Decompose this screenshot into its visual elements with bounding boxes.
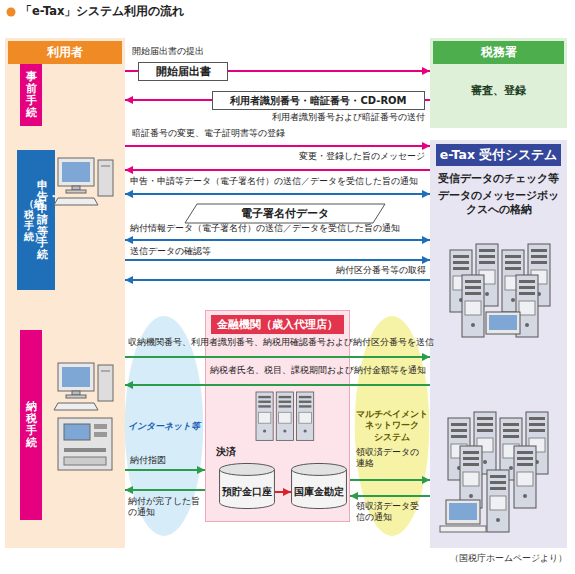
server-icon bbox=[440, 412, 548, 532]
phase-band: 申告・申請等手続（納税手続） bbox=[17, 150, 55, 290]
arrow-label: 領収済データの連絡 bbox=[356, 447, 420, 468]
panel-text: 税務署 bbox=[433, 41, 564, 64]
server-icon bbox=[450, 244, 550, 337]
document-box: 開始届出書 bbox=[138, 62, 228, 81]
panel-header: 利用者 bbox=[8, 41, 122, 64]
flow-arrow bbox=[125, 99, 430, 101]
bank-server-icon bbox=[256, 392, 314, 440]
arrow-label: 暗証番号の変更、電子証明書等の登録 bbox=[132, 128, 422, 139]
phase-band: 納税手続 bbox=[20, 330, 42, 520]
arrow-label: 変更・登録した旨のメッセージ bbox=[132, 151, 425, 162]
bank-header: 金融機関（歳入代理店） bbox=[211, 315, 344, 334]
flow-arrow bbox=[125, 356, 430, 358]
arrow-label: 利用者識別番号および暗証番号の送付 bbox=[132, 112, 425, 123]
arrow-label: 納付情報データ（電子署名付）の送信／データを受信した旨の通知 bbox=[130, 223, 426, 234]
flow-arrow bbox=[125, 145, 430, 147]
panel-text: 審査、登録 bbox=[430, 67, 567, 98]
arrow-label: 開始届出書の提出 bbox=[132, 46, 422, 57]
phase-label: 納税手続 bbox=[26, 401, 37, 449]
data-parallelogram: 電子署名付データ bbox=[185, 204, 385, 223]
box-label: 電子署名付データ bbox=[241, 206, 329, 221]
flow-arrow bbox=[350, 495, 430, 497]
phase-label: 申告・申請等手続 bbox=[37, 180, 48, 261]
arrow-label: 申告・申請等データ（電子署名付）の送信／データを受信した旨の通知 bbox=[130, 176, 426, 187]
arrow-label: 納付区分番号等の取得 bbox=[130, 265, 426, 276]
panel-text: 受信データのチェック等 bbox=[430, 166, 567, 186]
tax-office-panel: 税務署審査、登録 bbox=[430, 38, 567, 128]
flow-arrow bbox=[125, 489, 205, 491]
network-label: マルチペイメント ネットワーク システム bbox=[356, 409, 428, 443]
process-label: 決済 bbox=[216, 446, 236, 459]
box-label: 開始届出書 bbox=[156, 64, 211, 79]
panel-text: データのメッセージボックスへの格納 bbox=[430, 186, 567, 217]
arrow-label: 納付が完了した旨の通知 bbox=[128, 496, 202, 517]
flow-arrow bbox=[275, 491, 291, 493]
flow-arrow bbox=[125, 279, 430, 281]
flow-arrow bbox=[125, 469, 205, 471]
phase-band: 事前手続 bbox=[20, 64, 42, 126]
flow-arrow bbox=[125, 193, 430, 195]
flow-arrow bbox=[125, 70, 430, 72]
cylinder-label: 国庫金勘定 bbox=[294, 486, 344, 499]
account-cylinder: 預貯金口座 bbox=[219, 463, 275, 509]
computer-icon bbox=[54, 363, 113, 410]
network-label: インターネット等 bbox=[128, 420, 200, 433]
source-caption: （国税庁ホームページより） bbox=[450, 553, 567, 564]
user-panel: 利用者事前手続申告・申請等手続（納税手続） 納税手続 bbox=[5, 38, 125, 548]
phase-label: （納税手続） bbox=[24, 198, 34, 242]
flow-arrow bbox=[125, 169, 430, 171]
arrow-label: 収納機関番号、利用者識別番号、納税用確認番号および納付区分番号を送信 bbox=[128, 337, 428, 348]
computer-icon bbox=[54, 158, 113, 205]
cylinder-label: 預貯金口座 bbox=[222, 486, 272, 499]
arrow-label: 送信データの確認等 bbox=[130, 246, 426, 257]
account-cylinder: 国庫金勘定 bbox=[291, 463, 347, 509]
arrow-label: 納付指図 bbox=[130, 455, 202, 466]
arrow-label: 領収済データ受信の通知 bbox=[356, 501, 426, 522]
phase-label: 事前手続 bbox=[26, 71, 37, 119]
document-box: 利用者識別番号・暗証番号・CD-ROM bbox=[212, 91, 425, 110]
flow-arrow bbox=[125, 259, 430, 261]
diagram-title: 「e-Tax」システム利用の流れ bbox=[20, 4, 184, 18]
title-bullet bbox=[7, 8, 16, 17]
flow-arrow bbox=[125, 384, 430, 386]
flow-arrow bbox=[350, 479, 430, 481]
arrow-label: 納税者氏名、税目、課税期間および納付金額等を通知 bbox=[130, 365, 426, 376]
flow-arrow bbox=[125, 239, 430, 241]
atm-icon bbox=[58, 418, 112, 470]
box-label: 利用者識別番号・暗証番号・CD-ROM bbox=[230, 94, 406, 108]
panel-text: e-Tax 受付システム bbox=[436, 144, 561, 166]
